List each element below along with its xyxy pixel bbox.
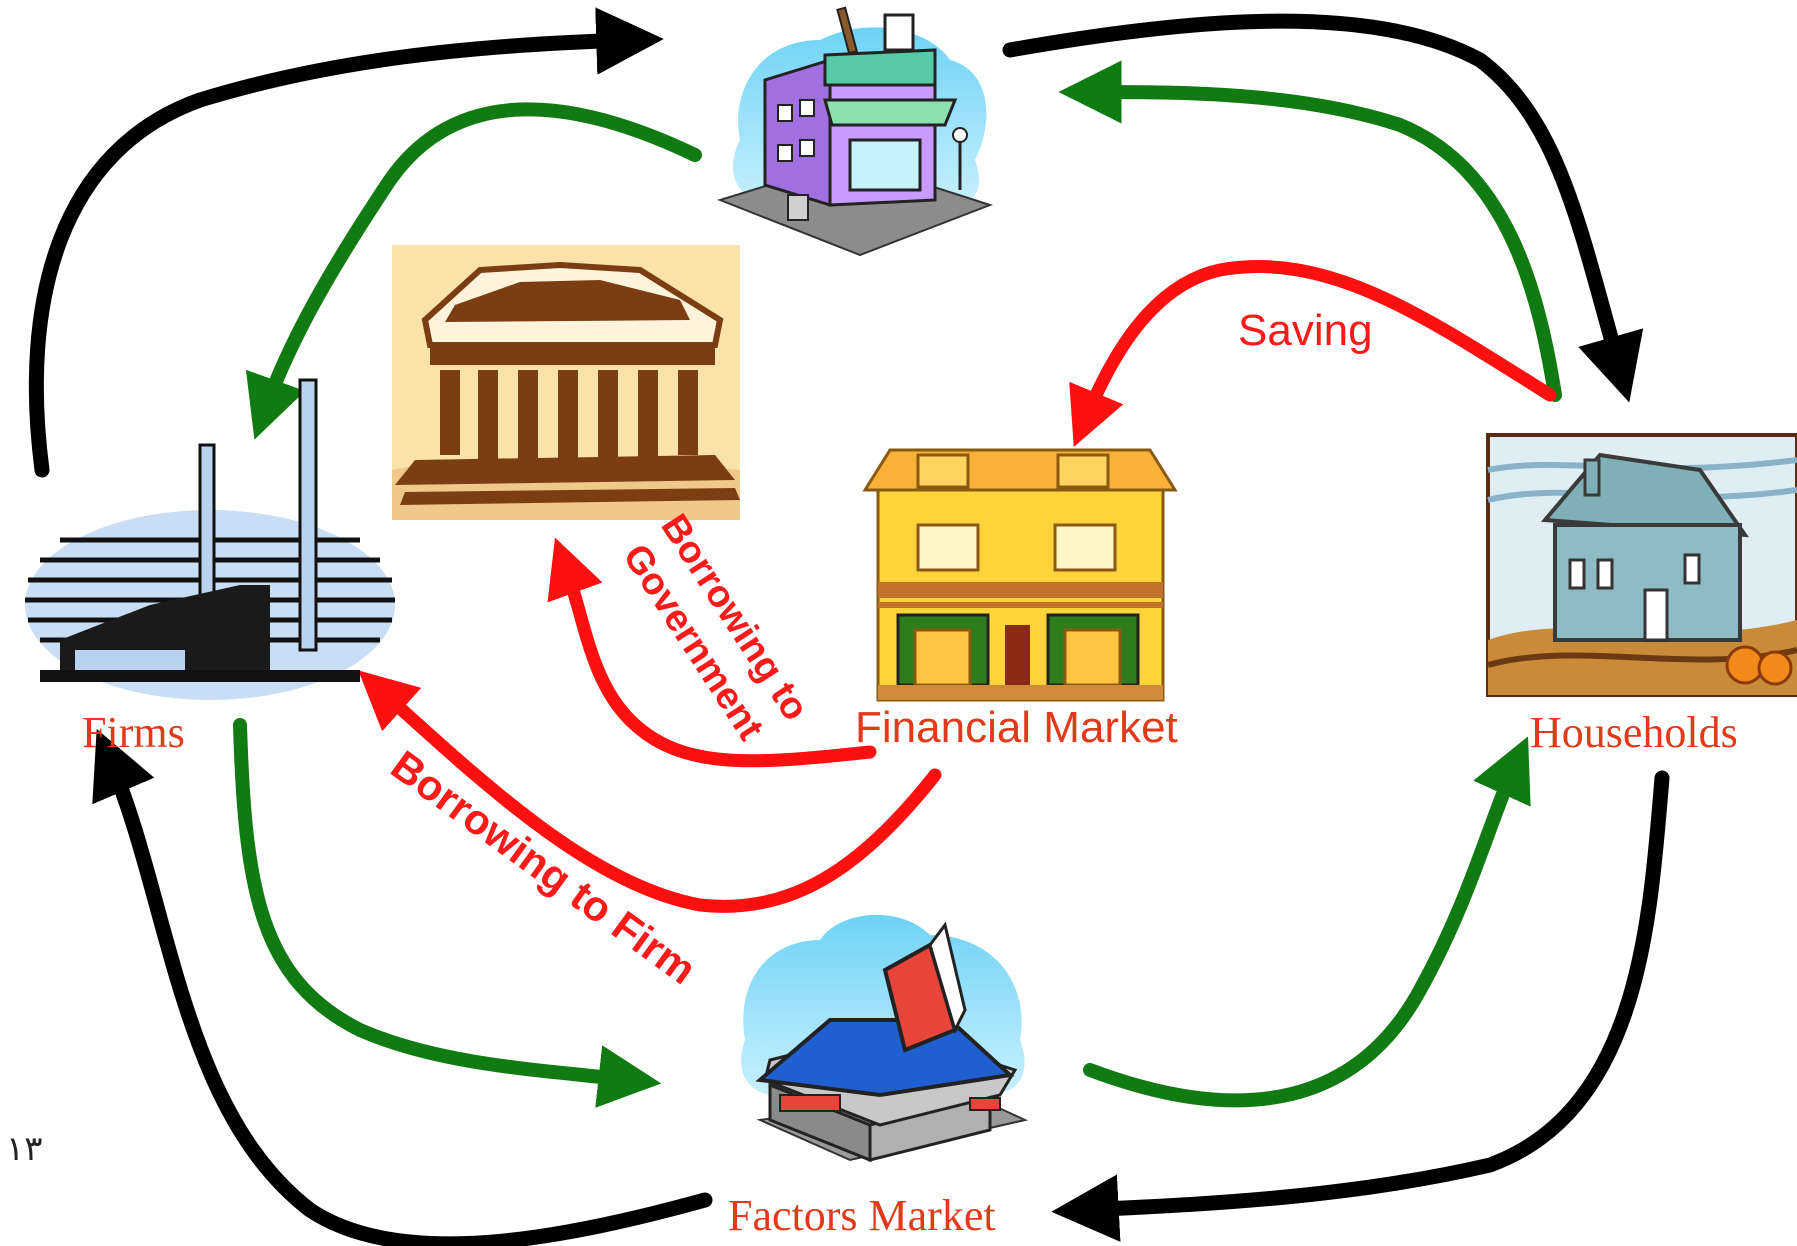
arrow-borrowing-to-firm — [358, 670, 942, 913]
financial-market-label: Financial Market — [855, 703, 1178, 752]
saving-label: Saving — [1238, 306, 1373, 355]
arrow-households-to-factors-market — [1051, 770, 1670, 1242]
borrowing-to-firm-label: Borrowing to Firm — [383, 741, 705, 993]
arrow-factors-market-to-households — [1083, 736, 1531, 1108]
arrow-firms-to-factors-market — [233, 718, 662, 1108]
arrow-factors-market-to-firms — [92, 728, 713, 1246]
goods-market-shop-icon — [716, 6, 994, 257]
arrow-firms-to-goods-market — [28, 7, 664, 478]
firms-factory-icon — [25, 378, 395, 700]
factors-market-store-icon — [741, 914, 1029, 1163]
financial-market-house-icon — [862, 448, 1178, 702]
arrow-goods-market-to-households — [1002, 13, 1644, 403]
arrow-borrowing-to-government — [547, 537, 877, 768]
arrow-households-to-goods-market — [1058, 60, 1562, 402]
factors-market-label: Factors Market — [728, 1191, 996, 1240]
government-temple-icon — [392, 245, 740, 520]
households-house-icon — [1486, 433, 1797, 697]
arrow-goods-market-to-firms — [245, 102, 702, 440]
arrow-saving — [1069, 260, 1557, 447]
households-label: Households — [1530, 708, 1738, 757]
page-number: ۱۳ — [6, 1130, 43, 1168]
firms-label: Firms — [82, 708, 185, 757]
